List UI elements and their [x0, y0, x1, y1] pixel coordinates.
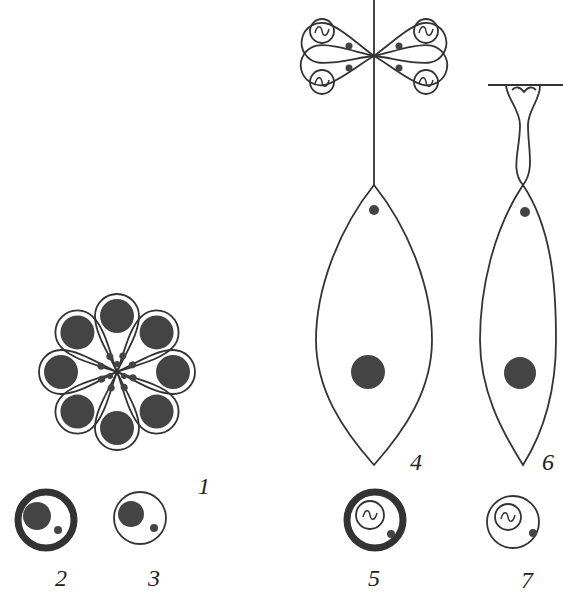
spindle-cell-with-cup — [480, 85, 563, 465]
callout-number: 4 — [410, 450, 422, 474]
callout-number: 5 — [368, 566, 380, 590]
callout-number: 6 — [542, 450, 554, 474]
callout-number: 3 — [148, 566, 160, 590]
spindle-cell-with-wings — [297, 0, 451, 465]
callout-number: 1 — [198, 474, 210, 498]
callout-number: 2 — [55, 566, 67, 590]
round-cells — [18, 492, 539, 548]
rosette — [39, 294, 195, 450]
callout-number: 7 — [521, 568, 533, 592]
